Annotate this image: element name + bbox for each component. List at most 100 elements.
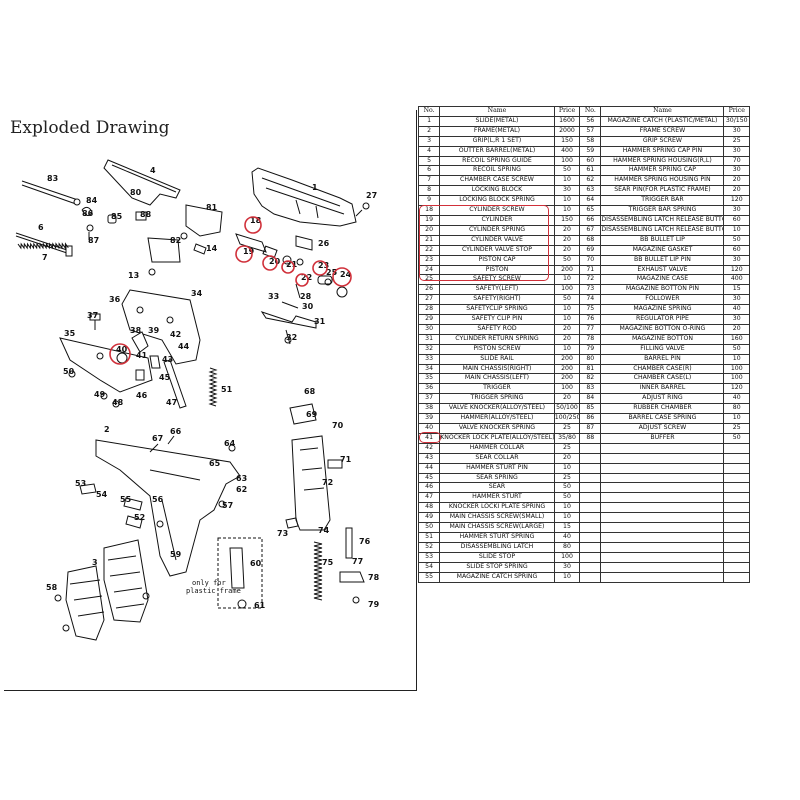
- cell-price: 25: [553, 423, 581, 434]
- part-number-label: 66: [170, 427, 182, 436]
- cell-no: 35: [417, 373, 441, 385]
- drawing-frame: [4, 110, 417, 691]
- cell-price: [723, 472, 750, 484]
- cell-price: 100/250: [553, 413, 581, 424]
- part-number-label: 72: [322, 478, 333, 487]
- cell-price: 80: [553, 541, 581, 553]
- part-number-label: 79: [368, 600, 380, 609]
- cell-name: MAIN CHASSIS SCREW(LARGE): [439, 522, 555, 533]
- cell-no: 55: [417, 571, 441, 583]
- cell-no: 44: [417, 462, 441, 474]
- cell-no: [579, 522, 602, 533]
- part-number-label: 78: [368, 573, 380, 582]
- part-number-label: 61: [254, 601, 266, 610]
- cell-name: PISTON SCREW: [439, 343, 555, 355]
- part-number-label: 70: [332, 421, 344, 430]
- part-number-label: 7: [42, 253, 48, 262]
- part-number-label: 60: [250, 559, 262, 568]
- cell-no: 86: [579, 413, 602, 424]
- part-number-label: 76: [359, 537, 371, 546]
- cell-price: 120: [723, 264, 750, 276]
- cell-name: RECOIL SPRING GUIDE: [439, 155, 555, 167]
- cell-no: 43: [417, 452, 441, 464]
- cell-price: [723, 531, 750, 543]
- cell-price: 20: [723, 323, 750, 335]
- cell-price: 20: [553, 323, 581, 335]
- cell-price: 10: [723, 413, 750, 424]
- cell-price: [723, 522, 750, 533]
- cell-no: 88: [579, 432, 602, 444]
- cell-name: BB BULLET LIP: [600, 234, 725, 246]
- part-frame: [79, 435, 241, 577]
- part-number-label: 41: [136, 351, 148, 360]
- cell-no: [579, 452, 602, 464]
- part-number-label: 73: [277, 529, 288, 538]
- part-number-label: 6: [38, 223, 44, 232]
- cell-no: [579, 472, 602, 484]
- cell-price: 400: [723, 274, 750, 286]
- part-number-label: 48: [112, 398, 124, 407]
- cell-name: VALVE KNOCKER(ALLOY/STEEL): [439, 403, 555, 415]
- cell-no: 39: [417, 413, 441, 424]
- cell-price: 10: [553, 175, 581, 187]
- cell-price: 25: [553, 442, 581, 454]
- cell-name: CHAMBER CASE(L): [600, 373, 725, 385]
- part-number-label: 51: [221, 385, 233, 394]
- part-number-label: 75: [322, 558, 334, 567]
- table-header-row: No. Name Price No. Name Price: [417, 106, 750, 117]
- cell-name: ADJUST RING: [600, 393, 725, 405]
- cell-name: TRIGGER BAR SPRING: [600, 205, 725, 216]
- cell-name: HAMMER(ALLOY/STEEL): [439, 413, 555, 424]
- cell-price: 40: [553, 531, 581, 543]
- cell-no: 80: [579, 353, 602, 365]
- cell-no: [579, 462, 602, 474]
- cell-no: 66: [579, 214, 602, 226]
- page-title: Exploded Drawing: [10, 118, 170, 138]
- part-number-label: 83: [47, 174, 58, 183]
- cell-name: ADJUST SCREW: [600, 423, 725, 434]
- cell-no: 62: [579, 175, 602, 187]
- part-number-label: 64: [224, 439, 236, 448]
- cell-price: 25: [553, 472, 581, 484]
- cell-price: 10: [553, 304, 581, 316]
- cell-name: HAMMER STURT: [439, 492, 555, 504]
- cell-name: PISTON: [439, 264, 555, 276]
- part-number-label: 85: [111, 212, 123, 221]
- cell-price: 30/150: [723, 115, 750, 127]
- cell-price: 200: [553, 353, 581, 365]
- cell-no: 32: [417, 343, 441, 355]
- part-number-label: 39: [148, 326, 160, 335]
- part-number-label: 44: [178, 342, 190, 351]
- part-hammer-sturt-spring: [208, 367, 218, 407]
- part-number-label: 63: [236, 474, 247, 483]
- cell-no: 25: [417, 274, 441, 286]
- cell-name: [600, 472, 725, 484]
- cell-name: [600, 551, 725, 563]
- part-number-label: 58: [46, 583, 58, 592]
- part-number-label: 81: [206, 203, 218, 212]
- cell-no: 19: [417, 214, 441, 226]
- cell-price: 40: [723, 393, 750, 405]
- part-number-label: 50: [63, 367, 75, 376]
- cell-name: DISASSEMBLING LATCH RELEASE BUTTON: [600, 214, 725, 226]
- part-number-label: 21: [286, 260, 298, 269]
- part-recoil-spring: [17, 242, 69, 250]
- cell-name: OUTTER BARREL(METAL): [439, 145, 555, 157]
- cell-no: 34: [417, 363, 441, 375]
- cell-name: [600, 531, 725, 543]
- cell-no: 63: [579, 185, 602, 197]
- cell-name: KNOCKER LOCKI PLATE SPRING: [439, 502, 555, 514]
- part-number-label: 65: [209, 459, 221, 468]
- cell-name: HAMMER SPRING CAP PIN: [600, 145, 725, 157]
- cell-name: [600, 522, 725, 533]
